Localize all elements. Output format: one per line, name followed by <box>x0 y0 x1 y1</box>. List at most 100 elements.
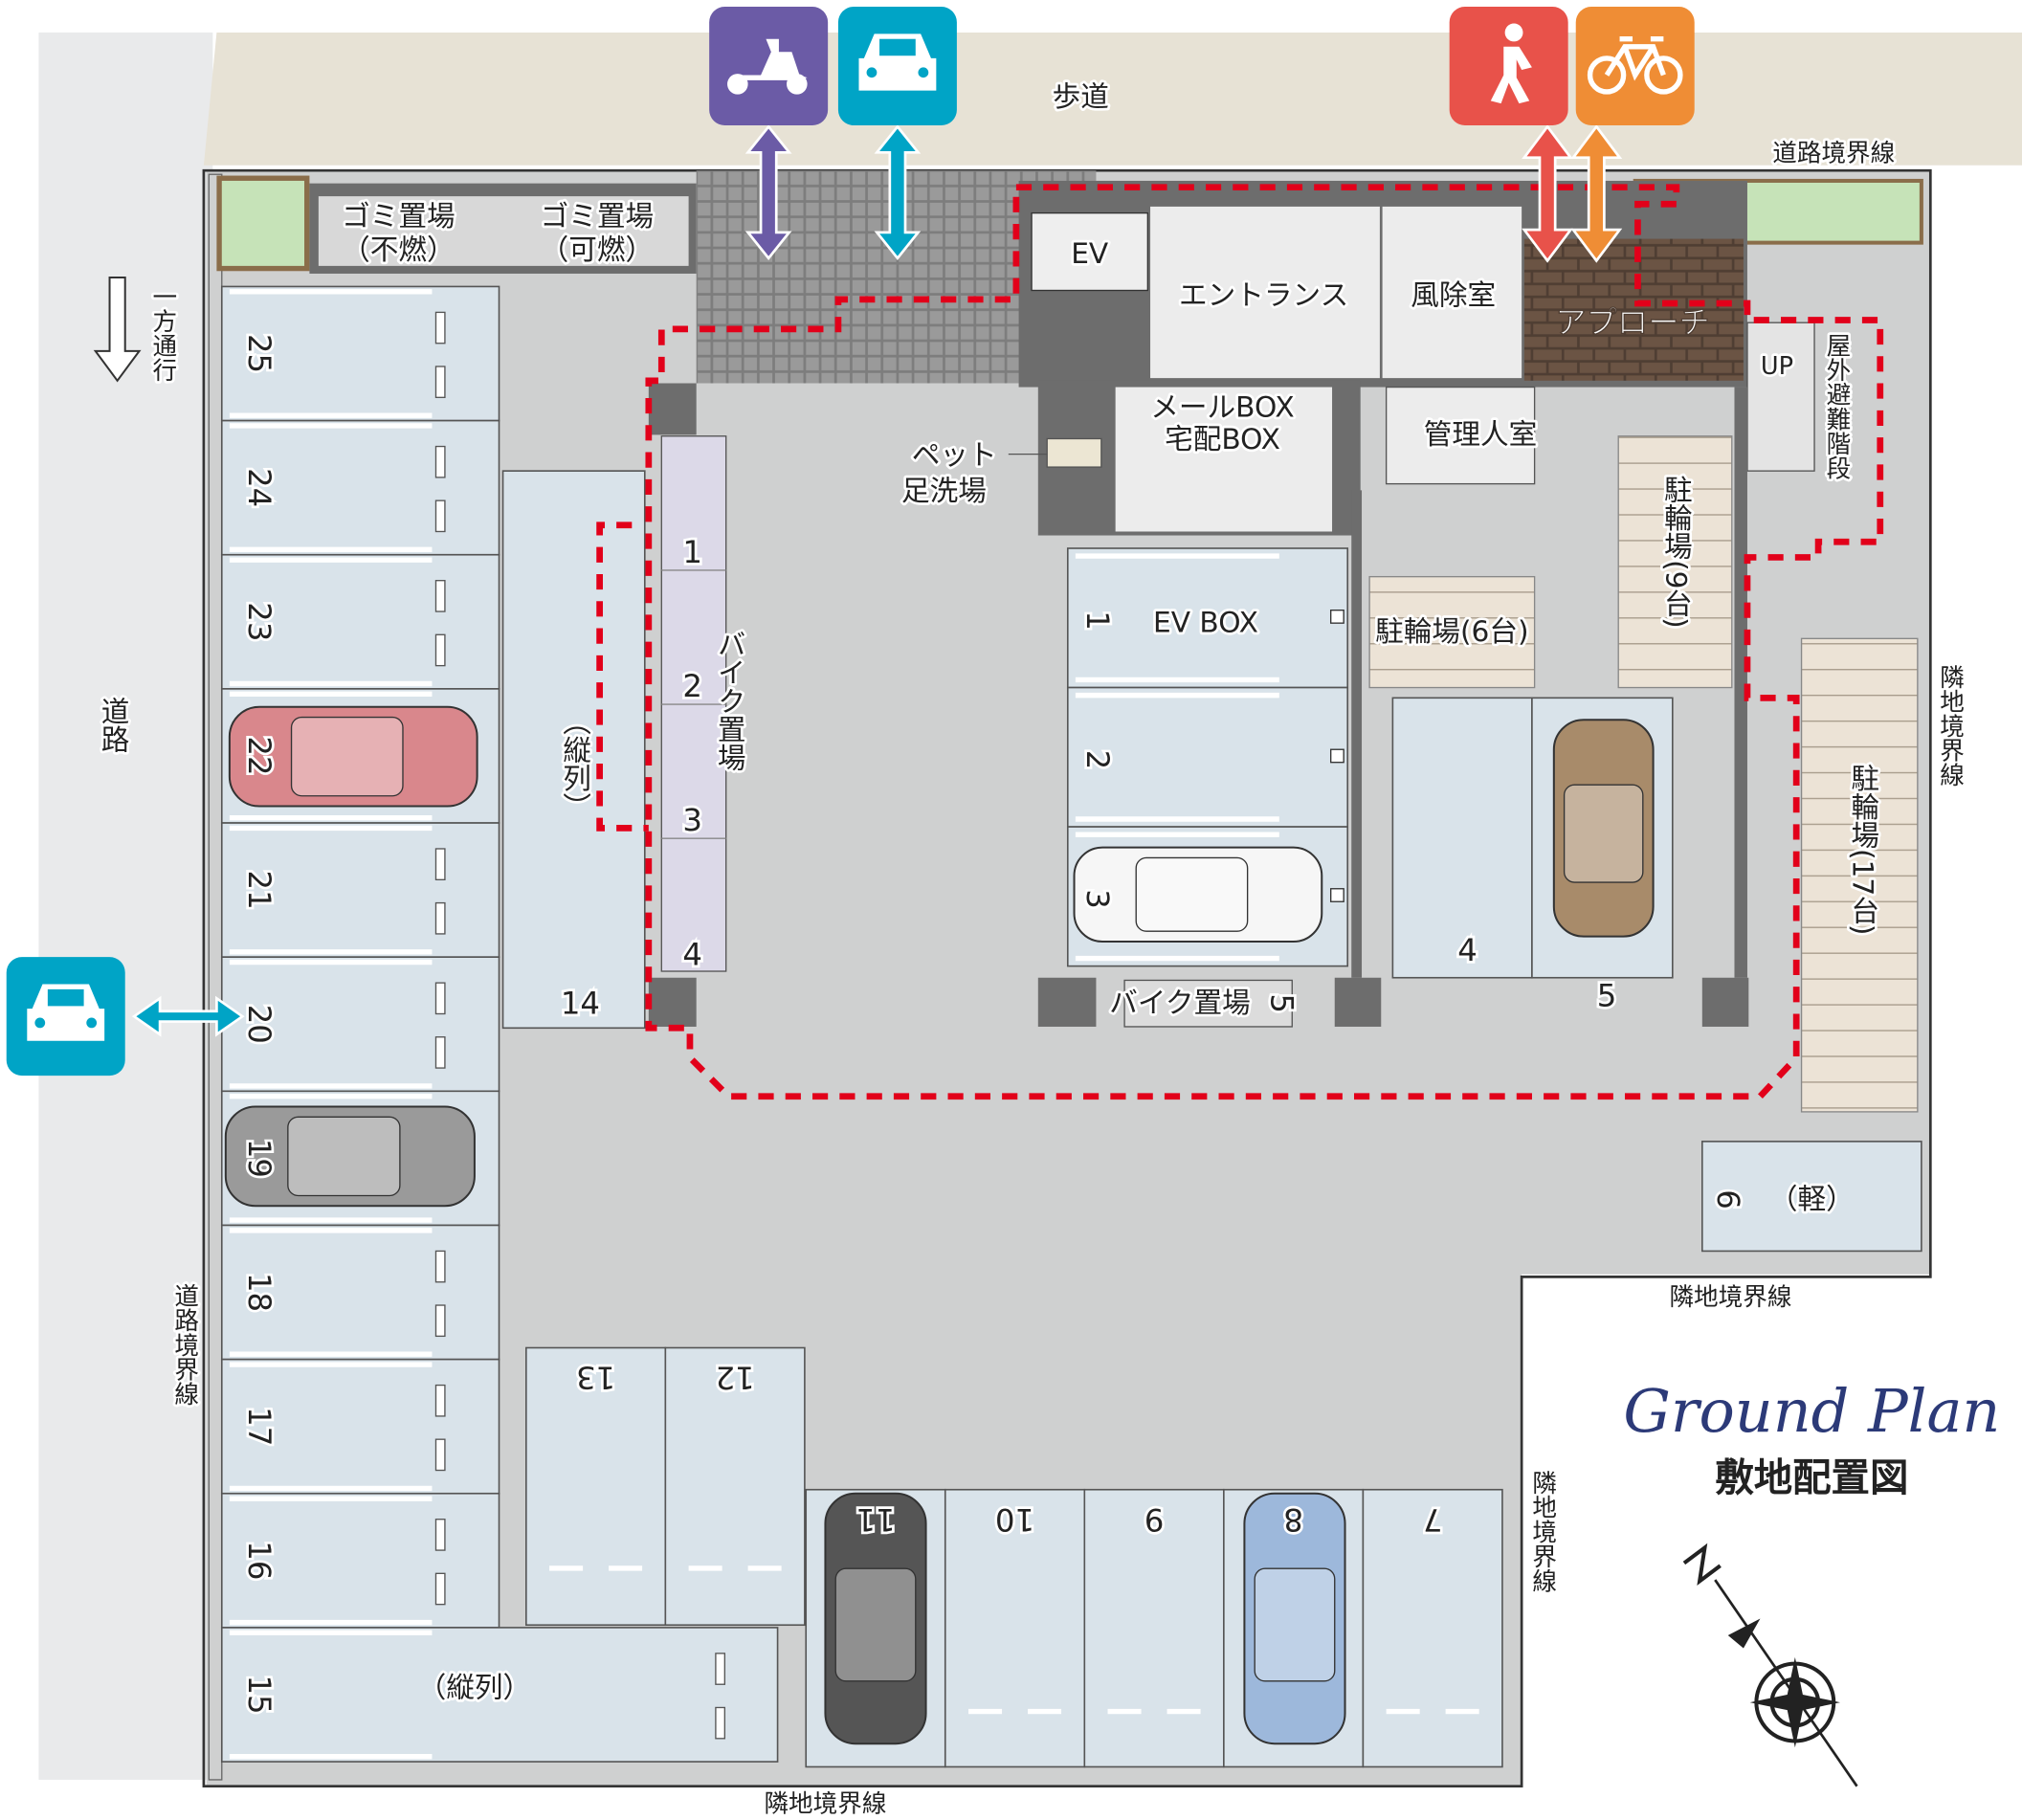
space-marker <box>434 1572 446 1606</box>
emergency-stairs-label: 屋外避難階段 <box>1822 333 1851 480</box>
parking-space-23[interactable] <box>220 553 500 690</box>
wheel-stop <box>229 1362 433 1492</box>
bicycle-parking-6-label: 駐輪場(6台) <box>1375 614 1528 648</box>
delivery-box-label: 宅配BOX <box>1165 422 1280 455</box>
parking-space-21[interactable] <box>220 822 500 958</box>
parking-space-18[interactable] <box>220 1224 500 1361</box>
scooter-access-arrow-icon <box>744 124 792 260</box>
column <box>1701 977 1749 1027</box>
wheel-stop <box>229 557 433 687</box>
parking-space-number: 20 <box>241 1005 278 1044</box>
neighbor-boundary-bottom-label: 隣地境界線 <box>764 1790 886 1819</box>
stairs <box>1746 322 1815 472</box>
parking-space-number: 17 <box>241 1407 278 1446</box>
one-way-arrow-icon <box>93 277 142 383</box>
pet-wash-label-1: ペット <box>912 437 997 471</box>
garbage-burnable-sub: （可燃） <box>541 233 655 266</box>
parking-space-16[interactable] <box>220 1492 500 1629</box>
sidewalk-label: 歩道 <box>1053 79 1109 113</box>
car-blue <box>1243 1492 1346 1745</box>
mail-box-label: メールBOX <box>1150 390 1294 424</box>
space-marker <box>434 499 446 533</box>
car-icon <box>837 7 957 125</box>
parking-space-9[interactable] <box>1083 1488 1225 1768</box>
parking-space-10[interactable] <box>944 1488 1086 1768</box>
parking-space-number: 18 <box>241 1273 278 1312</box>
neighbor-boundary-notch-label: 隣地境界線 <box>1669 1283 1791 1312</box>
space-marker <box>434 311 446 344</box>
parking-space-20[interactable] <box>220 956 500 1093</box>
parking-space-13[interactable] <box>525 1346 667 1627</box>
space-marker <box>434 1438 446 1472</box>
parking-space-number: 22 <box>241 736 278 775</box>
pedestrian-icon <box>1449 7 1568 125</box>
parking-space-number: 13 <box>576 1360 615 1396</box>
pet-wash-label-2: 足洗場 <box>901 474 987 507</box>
ev-charger-icon <box>1330 888 1344 902</box>
wheel-stop <box>229 1496 433 1626</box>
wheel-stop <box>229 825 433 955</box>
parking-space-number: 7 <box>1423 1501 1443 1538</box>
wheel-stop <box>229 1094 433 1223</box>
parking-space-number: 21 <box>241 871 278 910</box>
motorbike-slot-number: 4 <box>682 936 702 972</box>
parking-space-25[interactable] <box>220 285 500 422</box>
ev-charger-icon <box>1330 610 1344 624</box>
title-en: Ground Plan <box>1623 1376 2000 1446</box>
pedestrian-access-arrow-icon <box>1522 124 1574 263</box>
wall-strip <box>1734 387 1747 978</box>
space-marker <box>434 901 446 935</box>
space-marker <box>434 366 446 399</box>
ev-charger-icon <box>1330 748 1344 764</box>
parking-space-15[interactable] <box>220 1627 779 1763</box>
motorbike-parking-5-number: 5 <box>1264 993 1300 1013</box>
parking-space-6-note: （軽） <box>1769 1182 1855 1215</box>
parking-space-7[interactable] <box>1362 1488 1503 1768</box>
garbage-room <box>318 196 689 266</box>
wheel-stop <box>229 1630 433 1760</box>
column <box>648 383 697 435</box>
motorbike-parking-label: バイク置場 <box>713 630 746 772</box>
pet-wash <box>1046 437 1102 468</box>
neighbor-boundary-lower-label: 隣地境界線 <box>1528 1470 1557 1592</box>
garbage-burnable-label: ゴミ置場 <box>541 199 655 233</box>
space-marker <box>434 1304 446 1338</box>
car-side-entrance-icon <box>6 957 125 1076</box>
parking-space-6-number: 6 <box>1710 1189 1746 1210</box>
wheel-stop <box>229 1228 433 1357</box>
space-marker <box>434 445 446 478</box>
wall-strip <box>1351 490 1363 978</box>
car-dark <box>824 1492 927 1745</box>
parking-space-5-number: 5 <box>1597 977 1617 1013</box>
garden-bed-left <box>216 175 310 272</box>
parking-space-14-number: 14 <box>561 985 600 1021</box>
space-marker <box>434 1384 446 1417</box>
parking-space-number: 10 <box>995 1501 1034 1538</box>
road-label: 道路 <box>97 697 130 754</box>
parking-space-6[interactable] <box>1700 1141 1922 1253</box>
scooter-icon <box>709 7 829 125</box>
ev-box-label: EV BOX <box>1153 606 1258 639</box>
space-marker <box>434 633 446 667</box>
parking-space-number: 8 <box>1283 1501 1303 1538</box>
motorbike-slot-number: 2 <box>682 668 702 704</box>
car-gray <box>224 1105 476 1208</box>
column <box>1334 977 1382 1027</box>
one-way-label: 一方通行 <box>148 284 177 382</box>
garbage-nonburnable-sub: （不燃） <box>342 233 456 266</box>
space-marker <box>434 982 446 1015</box>
bicycle-access-arrow-icon <box>1570 124 1623 263</box>
space-marker <box>434 580 446 612</box>
motorbike-slot-number: 1 <box>682 534 702 570</box>
parking-space-12[interactable] <box>664 1346 806 1627</box>
wheel-stop <box>229 423 433 553</box>
up-label: UP <box>1761 352 1793 381</box>
column <box>1037 977 1097 1027</box>
bicycle-icon <box>1575 7 1695 125</box>
parking-space-4-number: 4 <box>1457 932 1478 968</box>
space-marker <box>434 1250 446 1283</box>
space-marker <box>434 1519 446 1551</box>
wheel-stop <box>229 691 433 821</box>
parking-space-24[interactable] <box>220 419 500 556</box>
